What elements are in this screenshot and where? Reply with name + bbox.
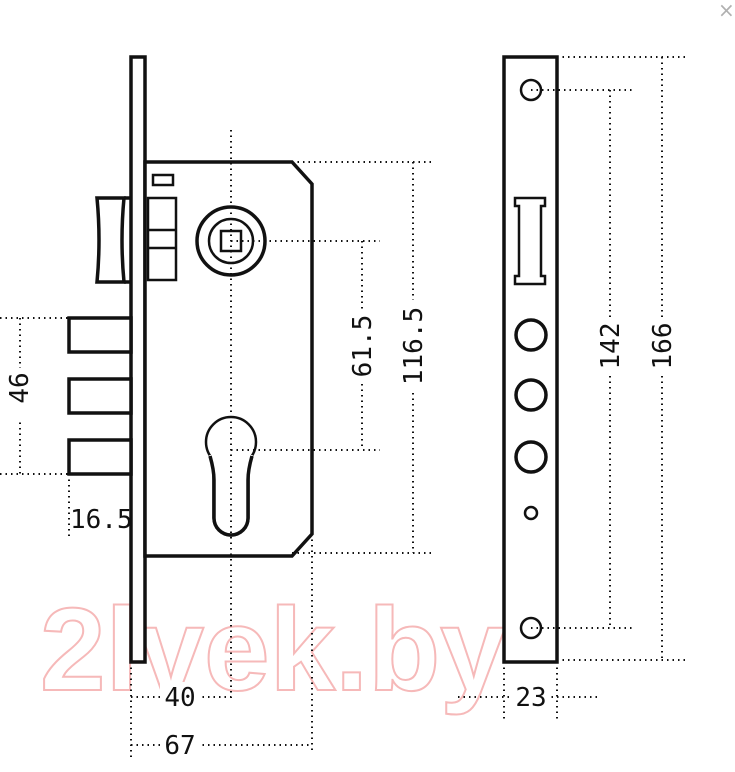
dim-23: 23 xyxy=(515,683,546,713)
dim-46: 46 xyxy=(5,372,35,403)
dim-166: 166 xyxy=(648,323,678,370)
latch-opening xyxy=(513,196,547,286)
faceplate-front-view xyxy=(502,55,559,664)
dim-67: 67 xyxy=(164,731,195,761)
deadbolt-3 xyxy=(67,438,133,476)
deadbolt-2 xyxy=(67,377,133,415)
dim-61-5: 61.5 xyxy=(348,315,378,378)
deadbolt-1 xyxy=(67,316,133,354)
latch-bolt xyxy=(95,196,126,284)
faceplate-side xyxy=(129,55,147,664)
small-hole xyxy=(523,505,539,521)
dim-116-5: 116.5 xyxy=(399,307,429,385)
bolt-hole-3 xyxy=(514,440,548,474)
dim-40: 40 xyxy=(164,683,195,713)
dimension-labels: 46 16.5 61.5 116.5 142 166 40 67 23 xyxy=(4,300,678,761)
watermark: 2lvek.by xyxy=(40,584,506,716)
close-icon[interactable]: × xyxy=(718,0,735,22)
faceplate-front xyxy=(502,55,559,664)
latch-mechanism xyxy=(146,196,178,282)
dim-16-5: 16.5 xyxy=(70,505,133,535)
latch-slot xyxy=(151,173,175,187)
dim-142: 142 xyxy=(596,323,626,370)
lock-side-view xyxy=(67,55,314,664)
bolt-hole-2 xyxy=(514,378,548,412)
bolt-hole-1 xyxy=(514,318,548,352)
